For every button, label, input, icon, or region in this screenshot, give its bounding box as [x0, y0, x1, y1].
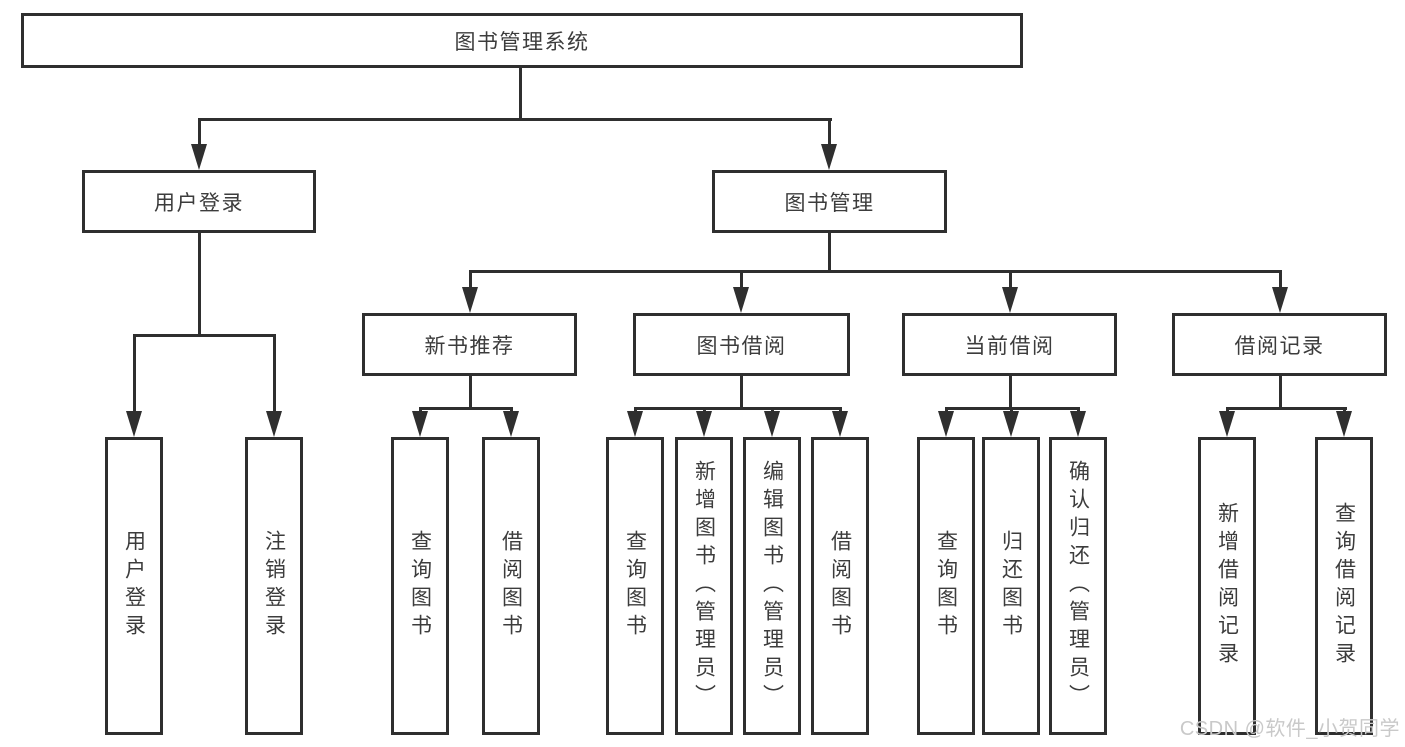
node-label: 借阅图书 [499, 530, 523, 642]
connector-line [419, 407, 513, 410]
node-label: 查询借阅记录 [1332, 502, 1356, 670]
node-leaf-confirm-return-admin: 确认归还（管理员） [1049, 437, 1107, 735]
connector-line [198, 118, 832, 121]
node-label: 确认归还（管理员） [1066, 460, 1090, 712]
connector-line [1279, 376, 1282, 407]
connector-arrowhead [191, 144, 207, 170]
connector-arrowhead [627, 411, 643, 437]
node-label: 归还图书 [999, 530, 1023, 642]
node-label: 图书管理系统 [454, 30, 590, 54]
node-label: 查询图书 [623, 530, 647, 642]
connector-line [198, 233, 201, 334]
node-leaf-query-borrow-record: 查询借阅记录 [1315, 437, 1373, 735]
connector-line [519, 68, 522, 118]
node-label: 图书管理 [784, 191, 875, 215]
connector-line [469, 270, 472, 290]
connector-arrowhead [1070, 411, 1086, 437]
node-current-borrowing: 当前借阅 [902, 313, 1117, 376]
csdn-watermark: CSDN @软件_小贺同学 [1179, 718, 1400, 740]
connector-arrowhead [412, 411, 428, 437]
node-leaf-logout: 注销登录 [245, 437, 303, 735]
connector-arrowhead [821, 144, 837, 170]
connector-line [740, 376, 743, 407]
connector-line [828, 233, 831, 270]
connector-line [469, 270, 1282, 273]
connector-arrowhead [696, 411, 712, 437]
connector-line [1279, 270, 1282, 290]
node-label: 借阅记录 [1234, 334, 1325, 358]
connector-arrowhead [1219, 411, 1235, 437]
connector-arrowhead [1003, 411, 1019, 437]
connector-line [1226, 407, 1347, 410]
connector-line [198, 118, 201, 148]
node-borrowing-records: 借阅记录 [1172, 313, 1387, 376]
node-user-login: 用户登录 [82, 170, 316, 233]
connector-arrowhead [462, 287, 478, 313]
node-new-book-recommend: 新书推荐 [362, 313, 577, 376]
connector-arrowhead [733, 287, 749, 313]
connector-arrowhead [764, 411, 780, 437]
node-label: 编辑图书（管理员） [760, 460, 784, 712]
node-label: 当前借阅 [964, 334, 1055, 358]
node-leaf-edit-books-admin: 编辑图书（管理员） [743, 437, 801, 735]
node-leaf-recommend-query-books: 查询图书 [391, 437, 449, 735]
connector-line [1009, 270, 1012, 290]
connector-line [133, 334, 136, 414]
node-leaf-recommend-borrow-books: 借阅图书 [482, 437, 540, 735]
connector-line [634, 407, 842, 410]
connector-line [469, 376, 472, 407]
connector-line [133, 334, 276, 337]
node-label: 注销登录 [262, 530, 286, 642]
node-label: 查询图书 [934, 530, 958, 642]
node-label: 用户登录 [154, 191, 244, 215]
node-label: 新增图书（管理员） [692, 460, 716, 712]
node-leaf-borrow-books: 借阅图书 [811, 437, 869, 735]
node-library-system: 图书管理系统 [21, 13, 1023, 68]
node-label: 查询图书 [408, 530, 432, 642]
node-label: 借阅图书 [828, 530, 852, 642]
node-leaf-add-books-admin: 新增图书（管理员） [675, 437, 733, 735]
node-leaf-current-query-books: 查询图书 [917, 437, 975, 735]
connector-arrowhead [1272, 287, 1288, 313]
connector-arrowhead [1336, 411, 1352, 437]
node-leaf-user-login: 用户登录 [105, 437, 163, 735]
node-leaf-return-books: 归还图书 [982, 437, 1040, 735]
connector-arrowhead [126, 411, 142, 437]
node-label: 新书推荐 [424, 334, 515, 358]
connector-arrowhead [503, 411, 519, 437]
node-book-borrowing: 图书借阅 [633, 313, 850, 376]
connector-arrowhead [266, 411, 282, 437]
connector-line [740, 270, 743, 290]
node-leaf-add-borrow-record: 新增借阅记录 [1198, 437, 1256, 735]
node-book-management: 图书管理 [712, 170, 947, 233]
connector-line [828, 118, 831, 148]
node-label: 用户登录 [122, 530, 146, 642]
node-leaf-borrowing-query-books: 查询图书 [606, 437, 664, 735]
node-label: 新增借阅记录 [1215, 502, 1239, 670]
connector-line [273, 334, 276, 414]
connector-arrowhead [1002, 287, 1018, 313]
connector-line [1009, 376, 1012, 407]
node-label: 图书借阅 [696, 334, 787, 358]
connector-arrowhead [938, 411, 954, 437]
connector-arrowhead [832, 411, 848, 437]
